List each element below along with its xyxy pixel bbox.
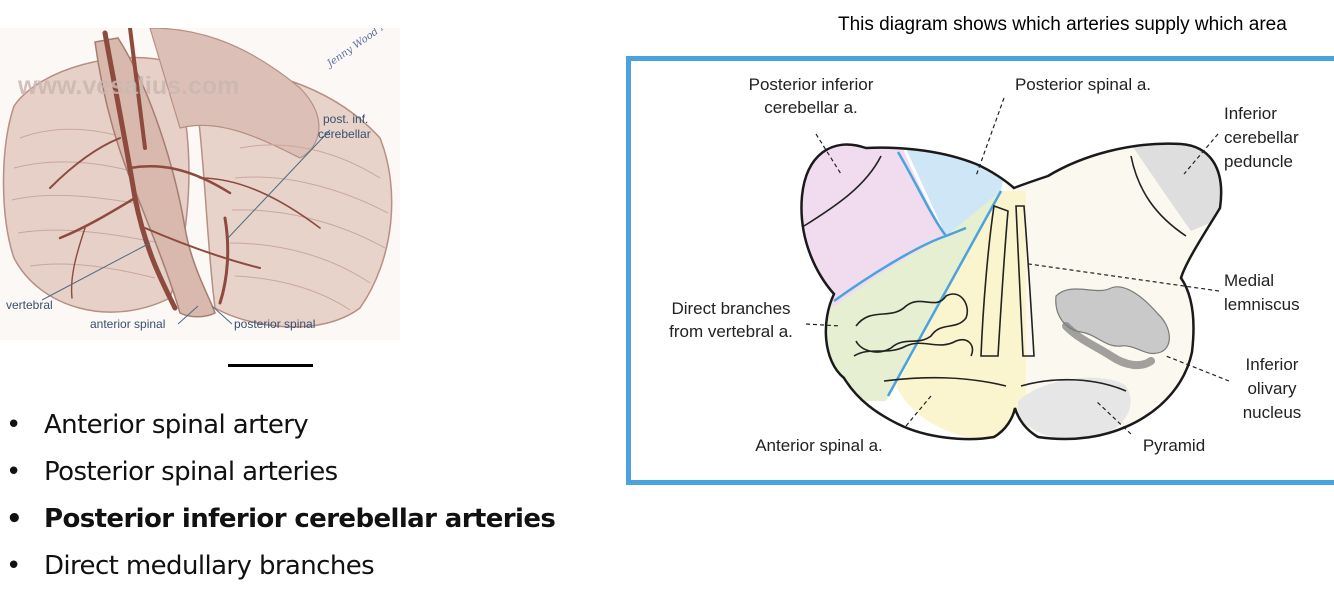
bullet-posterior-spinal: Posterior spinal arteries	[0, 449, 555, 496]
medulla-outline	[800, 142, 1223, 441]
label-medial-lemniscus-2: lemniscus	[1224, 295, 1300, 314]
region-direct-vertebral	[801, 191, 1001, 401]
label-ion-2: olivary	[1247, 379, 1297, 398]
label-ion-3: nucleus	[1243, 403, 1302, 422]
label-pyramid: Pyramid	[1143, 436, 1205, 455]
label-pica-2: cerebellar a.	[764, 98, 858, 117]
artery-bullet-list: Anterior spinal artery Posterior spinal …	[0, 402, 556, 590]
region-anterior-spinal	[896, 191, 1026, 440]
diagram-caption: This diagram shows which arteries supply…	[838, 14, 1287, 35]
label-anterior-spinal-a: Anterior spinal a.	[755, 436, 883, 455]
label-posterior-spinal: posterior spinal	[234, 317, 315, 331]
label-pica-1: Posterior inferior	[749, 75, 874, 94]
label-direct-branches-2: from vertebral a.	[669, 322, 793, 341]
medulla-vascular-diagram: Posterior inferior cerebellar a. Posteri…	[626, 56, 1334, 485]
label-post-inf-cerebellar-2: cerebellar	[318, 127, 371, 141]
brainstem-artery-illustration: www.vesalius.com Jenny Wood MD post. inf…	[0, 28, 400, 340]
label-post-inf-cerebellar-1: post. inf.	[323, 112, 368, 126]
diagram-labels: Posterior inferior cerebellar a. Posteri…	[669, 75, 1301, 455]
label-icp-3: peduncle	[1224, 152, 1293, 171]
divider-line	[228, 364, 313, 367]
label-icp-2: cerebellar	[1224, 128, 1299, 147]
label-posterior-spinal-a: Posterior spinal a.	[1015, 75, 1151, 94]
label-vertebral: vertebral	[6, 298, 53, 312]
region-pyramid-right	[1018, 377, 1131, 440]
bullet-pica: Posterior inferior cerebellar arteries	[0, 496, 556, 543]
label-anterior-spinal: anterior spinal	[90, 317, 165, 331]
label-direct-branches-1: Direct branches	[671, 299, 790, 318]
inferior-olivary-nucleus-right	[1055, 286, 1170, 354]
bullet-anterior-spinal: Anterior spinal artery	[0, 402, 555, 449]
watermark-text: www.vesalius.com	[17, 72, 239, 100]
label-icp-1: Inferior	[1224, 104, 1277, 123]
brainstem-shape	[94, 37, 216, 318]
label-medial-lemniscus-1: Medial	[1224, 271, 1274, 290]
region-inferior-cerebellar-peduncle	[1131, 143, 1222, 231]
label-ion-1: Inferior	[1246, 355, 1299, 374]
bullet-direct-medullary: Direct medullary branches	[0, 543, 555, 590]
artery-branches	[49, 28, 321, 311]
